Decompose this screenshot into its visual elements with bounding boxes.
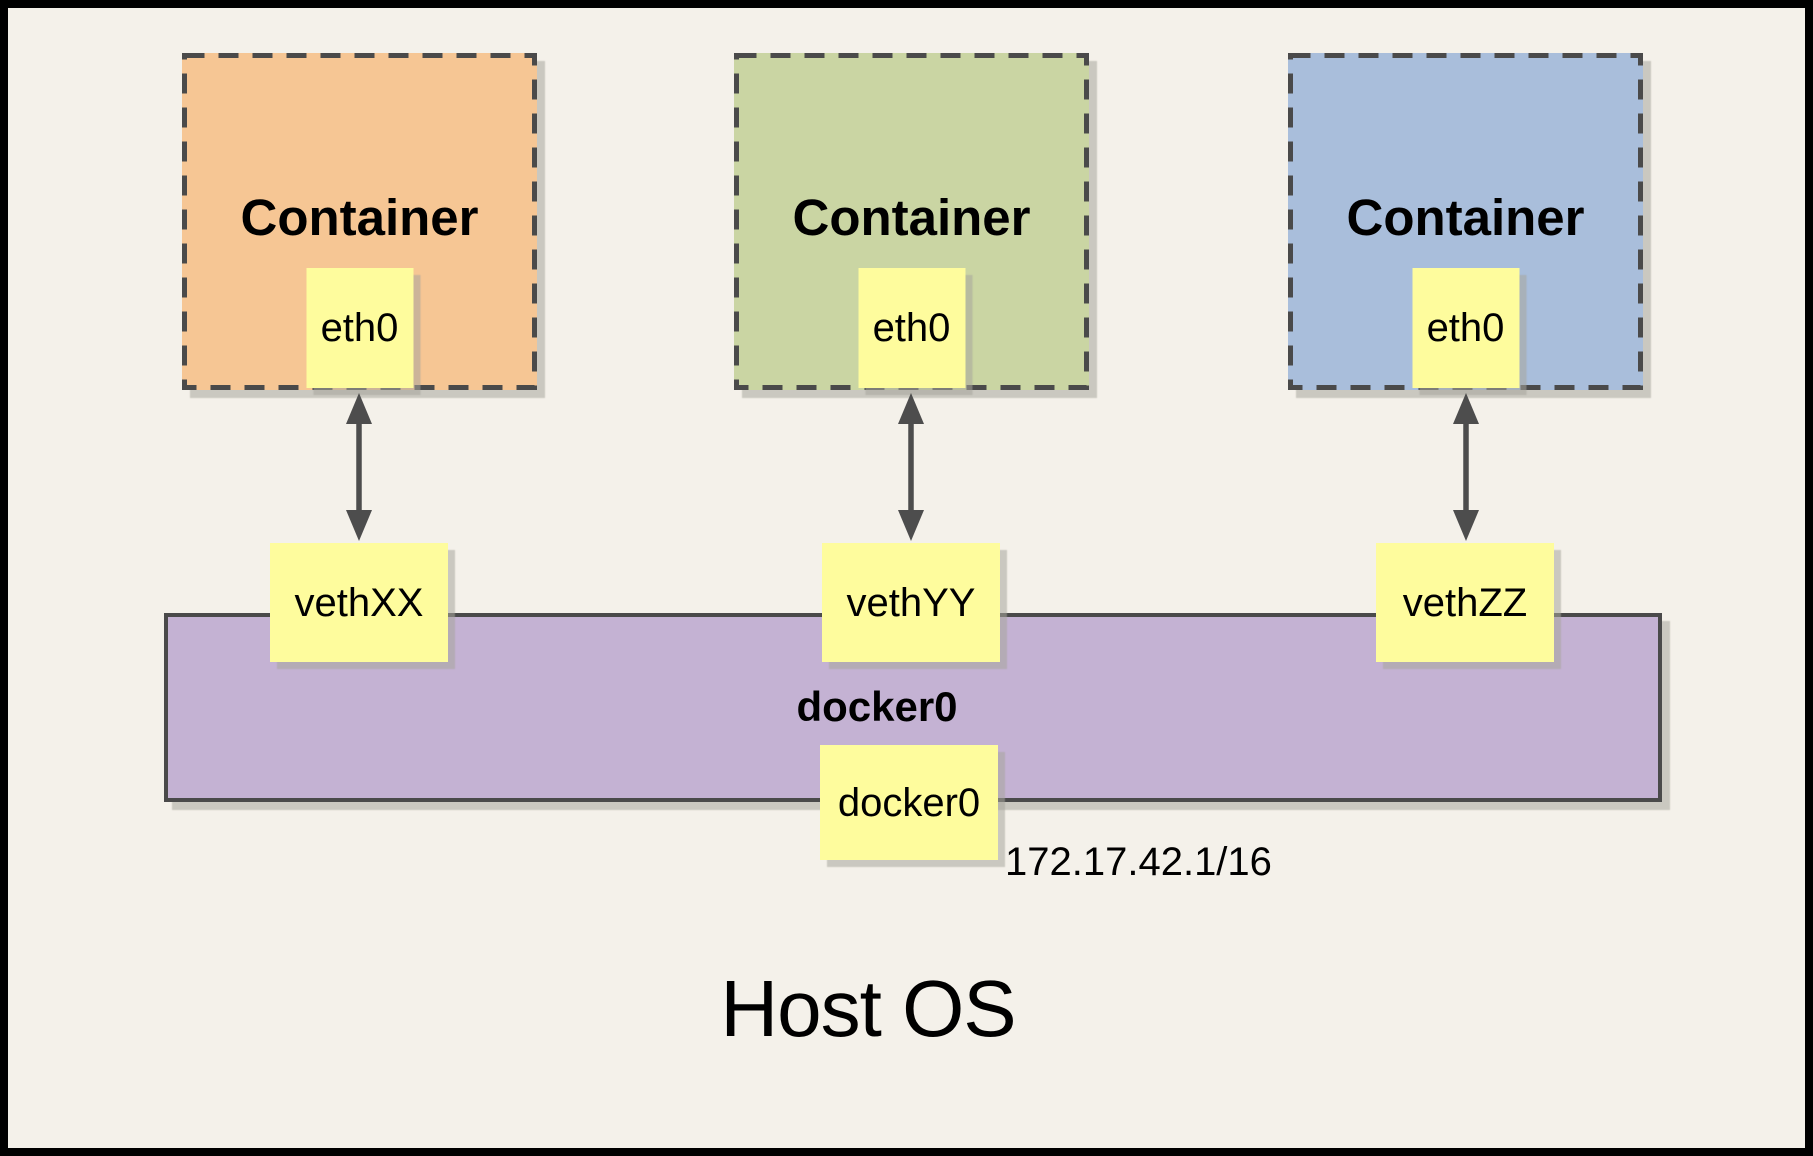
eth0-interface-box: eth0 [1412, 268, 1519, 388]
vethzz-label: vethZZ [1402, 580, 1528, 625]
eth0-label: eth0 [1426, 306, 1505, 350]
container-label: Container [792, 189, 1031, 246]
vethxx-label: vethXX [294, 580, 424, 625]
eth0-interface-box: eth0 [306, 268, 413, 388]
vethyy-interface-box: vethYY [822, 543, 1000, 662]
eth0-label: eth0 [872, 306, 951, 350]
container-label: Container [240, 189, 479, 246]
host-os-label: Host OS [720, 964, 1016, 1053]
vethzz-interface-box: vethZZ [1376, 543, 1554, 662]
bridge-ip-address: 172.17.42.1/16 [1005, 840, 1272, 884]
docker0-interface-label: docker0 [837, 780, 981, 825]
veth-connection-arrow [898, 393, 924, 541]
vethyy-label: vethYY [846, 580, 976, 625]
docker0-bridge-label: docker0 [796, 683, 958, 730]
vethxx-interface-box: vethXX [270, 543, 448, 662]
container-box-3: Container eth0 [1288, 53, 1643, 390]
veth-connection-arrow [346, 393, 372, 541]
container-label: Container [1346, 189, 1585, 246]
container-box-2: Container eth0 [734, 53, 1089, 390]
eth0-interface-box: eth0 [858, 268, 965, 388]
eth0-label: eth0 [320, 306, 399, 350]
veth-connection-arrow [1453, 393, 1479, 541]
docker0-interface-box: docker0 [820, 745, 998, 860]
container-box-1: Container eth0 [182, 53, 537, 390]
